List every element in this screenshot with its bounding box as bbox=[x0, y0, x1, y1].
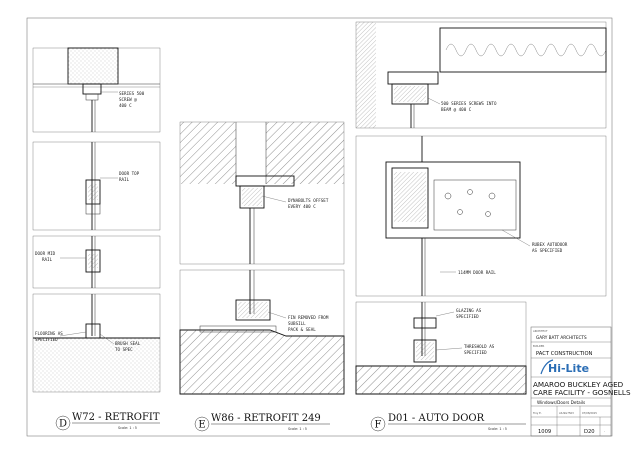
label-series-500: SERIES 500 bbox=[119, 91, 145, 96]
detail-d-scale: Scale: 1 : 5 bbox=[118, 426, 137, 430]
architect-heading: ARCHITECT bbox=[533, 329, 548, 333]
label-door-top: DOOR TOP bbox=[119, 171, 140, 176]
label-every-400c: EVERY 400 C bbox=[288, 204, 316, 209]
detail-f-title: F D01 - AUTO DOOR Scale: 1 : 5 bbox=[370, 413, 526, 432]
label-pack-seal: PACK & SEAL bbox=[288, 327, 316, 332]
detail-f-panel-threshold: GLAZING AS SPECIFIED THRESHOLD AS SPECIF… bbox=[355, 301, 527, 395]
label-beam-400c: BEAM @ 400 C bbox=[441, 107, 472, 112]
detail-d-title-text: W72 - RETROFIT bbox=[72, 412, 160, 423]
hilite-swoosh bbox=[540, 359, 554, 375]
detail-d-title: D W72 - RETROFIT Scale: 1 : 5 bbox=[55, 412, 160, 431]
label-glazing-as: GLAZING AS bbox=[456, 308, 482, 313]
architect-name: GARY BATT ARCHITECTS bbox=[536, 335, 587, 340]
detail-e-panel-head: DYNABOLTS OFFSET EVERY 400 C bbox=[179, 121, 345, 265]
builder-heading: BUILDER bbox=[533, 344, 545, 348]
detail-f-title-text: D01 - AUTO DOOR bbox=[388, 413, 485, 424]
detail-e-title-text: W86 - RETROFIT 249 bbox=[211, 413, 321, 424]
label-glazing-specified: SPECIFIED bbox=[456, 314, 479, 319]
revision: - bbox=[604, 430, 605, 433]
label-500-series-screws: 500 SERIES SCREWS INTO bbox=[441, 101, 497, 106]
detail-e-panel-sill: FIN REMOVED FROM SUBSILL PACK & SEAL bbox=[179, 269, 345, 395]
label-door-top-rail: RAIL bbox=[119, 177, 130, 182]
project-number: 1009 bbox=[538, 429, 551, 435]
label-400c: 400 C bbox=[119, 103, 132, 108]
detail-d-panel-door-mid: DOOR MID RAIL bbox=[32, 235, 161, 289]
drawing-title: Windows/Doors Details bbox=[537, 400, 585, 405]
label-rubex-as-specified: AS SPECIFIED bbox=[532, 248, 563, 253]
label-threshold-as: THRESHOLD AS bbox=[464, 344, 495, 349]
label-dynabolts-offset: DYNABOLTS OFFSET bbox=[288, 198, 329, 203]
detail-e-marker: E bbox=[198, 420, 205, 431]
drawn-by: Troy E. bbox=[533, 411, 542, 415]
label-subsill: SUBSILL bbox=[288, 321, 306, 326]
drawing-date: 07/08/2015 bbox=[582, 411, 597, 415]
title-block: ARCHITECT GARY BATT ARCHITECTS BUILDER P… bbox=[530, 326, 631, 437]
detail-d-panel-door-top: DOOR TOP RAIL bbox=[32, 141, 161, 231]
label-door-mid-rail: RAIL bbox=[42, 257, 53, 262]
label-threshold-specified: SPECIFIED bbox=[464, 350, 487, 355]
label-flooring-as: FLOORING AS bbox=[35, 331, 63, 336]
label-flooring-specified: SPECIFIED bbox=[35, 337, 58, 342]
project-name-line1: AMAROO BUCKLEY AGED bbox=[533, 380, 624, 389]
project-name-line2: CARE FACILITY - GOSNELLS bbox=[533, 388, 631, 397]
label-brush-seal: BRUSH SEAL bbox=[115, 341, 141, 346]
sheet-border bbox=[26, 17, 613, 437]
detail-f-panel-header-box: RUBEX AUTODOOR AS SPECIFIED 114MM DOOR R… bbox=[355, 135, 607, 297]
label-114mm-door-rail: 114MM DOOR RAIL bbox=[458, 270, 496, 275]
detail-f-panel-head: 500 SERIES SCREWS INTO BEAM @ 400 C bbox=[355, 21, 607, 129]
label-door-mid: DOOR MID bbox=[35, 251, 56, 256]
label-fin-removed: FIN REMOVED FROM bbox=[288, 315, 329, 320]
detail-f-marker: F bbox=[375, 420, 382, 431]
job-number: AS.NG7503 bbox=[559, 411, 574, 415]
detail-e-scale: Scale: 1 : 5 bbox=[288, 427, 307, 431]
detail-d-panel-top: SERIES 500 SCREW @ 400 C bbox=[32, 47, 161, 133]
label-rubex-autodoor: RUBEX AUTODOOR bbox=[532, 242, 568, 247]
detail-d-marker: D bbox=[59, 419, 67, 430]
sheet-number: D20 bbox=[584, 429, 595, 435]
label-screw-at: SCREW @ bbox=[119, 97, 137, 102]
detail-f-scale: Scale: 1 : 5 bbox=[488, 427, 507, 431]
builder-name: PACT CONSTRUCTION bbox=[536, 351, 593, 357]
detail-e-title: E W86 - RETROFIT 249 Scale: 1 : 5 bbox=[194, 413, 330, 432]
detail-d-panel-floor: FLOORING AS SPECIFIED BRUSH SEAL TO SPEC bbox=[32, 293, 161, 393]
hilite-logo: Hi-Lite bbox=[548, 362, 589, 375]
label-to-spec: TO SPEC bbox=[115, 347, 133, 352]
